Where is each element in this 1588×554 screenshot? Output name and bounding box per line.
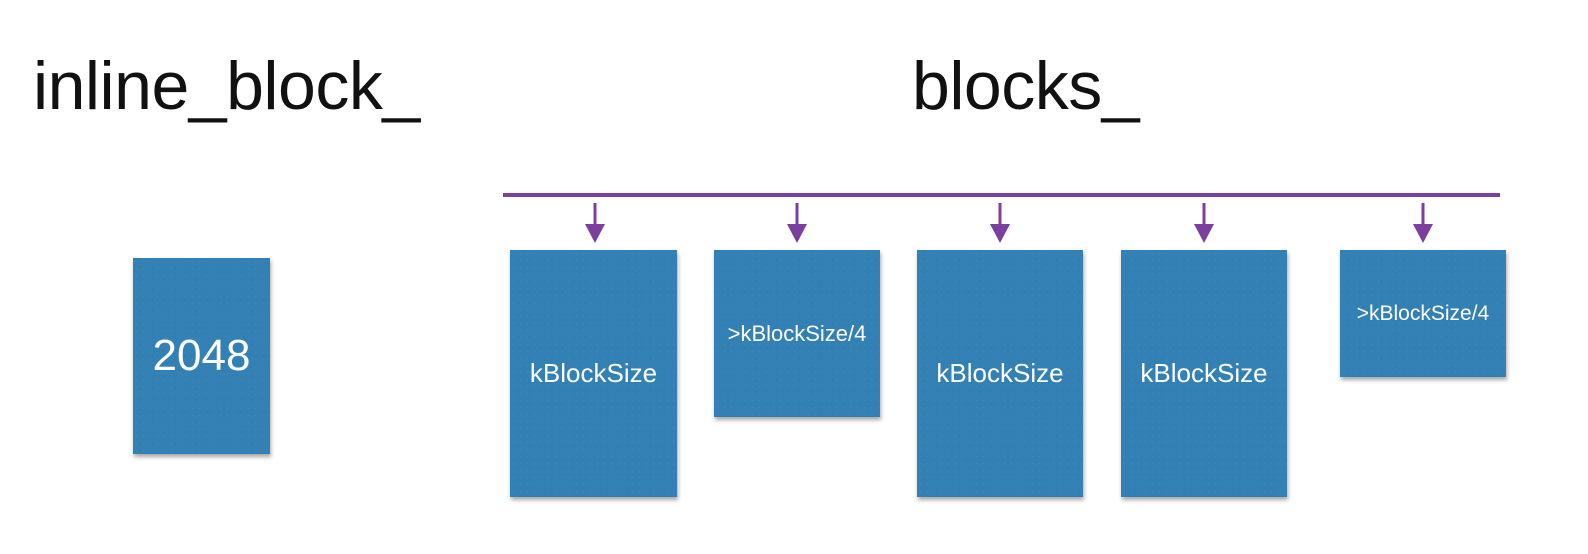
inline-block-box: 2048 [133, 258, 270, 454]
block-1-label: kBlockSize [529, 358, 658, 388]
block-5: >kBlockSize/4 [1340, 250, 1506, 377]
block-1: kBlockSize [510, 250, 677, 497]
block-5-label: >kBlockSize/4 [1356, 302, 1490, 325]
block-3: kBlockSize [917, 250, 1083, 497]
block-2-label: >kBlockSize/4 [727, 320, 867, 346]
block-4: kBlockSize [1121, 250, 1287, 497]
block-4-label: kBlockSize [1140, 358, 1268, 388]
pointer-arrow-4 [1194, 203, 1214, 243]
blocks-title: blocks_ [912, 48, 1140, 124]
pointer-arrow-2 [787, 203, 807, 243]
block-3-label: kBlockSize [936, 358, 1064, 388]
inline-block-title: inline_block_ [33, 48, 420, 124]
block-2: >kBlockSize/4 [714, 250, 880, 417]
pointer-arrow-1 [585, 203, 605, 243]
pointer-arrow-5 [1413, 203, 1433, 243]
pointer-arrow-3 [990, 203, 1010, 243]
inline-block-value: 2048 [152, 331, 251, 380]
